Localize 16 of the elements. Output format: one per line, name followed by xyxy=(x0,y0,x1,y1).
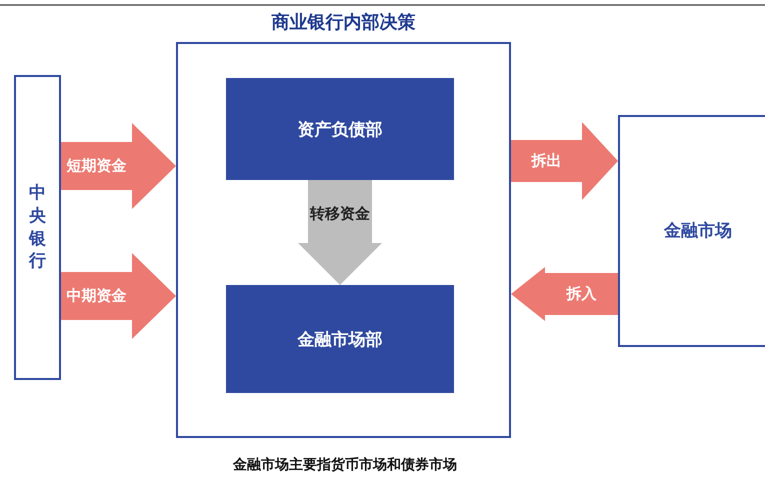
frame-heading: 商业银行内部决策 xyxy=(270,11,416,34)
edge-label: 拆出 xyxy=(532,152,562,170)
block-arrow xyxy=(511,267,618,321)
block-arrow xyxy=(511,122,618,200)
block-arrow xyxy=(61,123,176,209)
edge-label: 拆入 xyxy=(566,284,596,304)
caption: 金融市场主要指货币市场和债券市场 xyxy=(232,456,458,474)
department-box: 金融市场部 xyxy=(226,285,454,393)
department-box: 资产负债部 xyxy=(226,78,454,180)
edge-label: 中期资金 xyxy=(66,286,126,306)
block-arrow xyxy=(61,253,176,339)
entity-box: 中央银行 xyxy=(14,75,61,380)
edge-label: 短期资金 xyxy=(66,156,126,176)
block-arrow xyxy=(298,180,382,285)
edge-label: 转移资金 xyxy=(310,204,370,223)
entity-box: 金融市场 xyxy=(618,115,765,347)
